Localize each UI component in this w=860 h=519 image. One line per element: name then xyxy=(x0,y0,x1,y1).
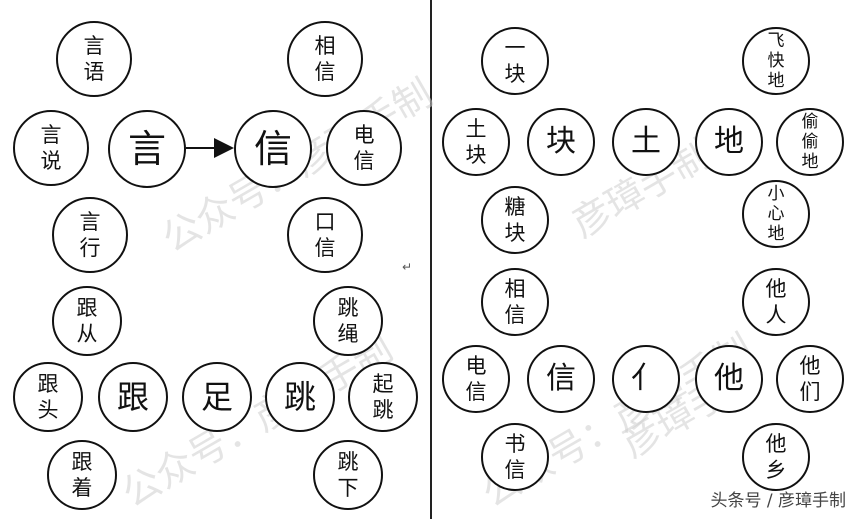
circle-label: 糖块 xyxy=(504,194,526,245)
circle-tang-kuai: 糖块 xyxy=(481,186,549,254)
circle-xiao-xin-di: 小心地 xyxy=(742,180,810,248)
panel-divider xyxy=(430,0,432,519)
circle-yan-yu: 言语 xyxy=(56,21,132,97)
circle-ren-center: 亻 xyxy=(612,345,680,413)
circle-ta-xiang: 他乡 xyxy=(742,423,810,491)
circle-label: 飞快地 xyxy=(767,30,785,92)
circle-label: 土 xyxy=(631,124,661,159)
circle-label: 电信 xyxy=(353,122,375,173)
circle-kuai: 块 xyxy=(527,108,595,176)
circle-yan-xing: 言行 xyxy=(52,197,128,273)
circle-label: 跟着 xyxy=(71,449,93,500)
circle-label: 书信 xyxy=(504,431,526,482)
circle-label: 地 xyxy=(714,124,744,159)
circle-label: 他乡 xyxy=(765,431,787,482)
source-credit: 头条号 / 彦璋手制 xyxy=(710,491,846,511)
circle-tiao-xia: 跳下 xyxy=(313,440,383,510)
circle-label: 跟头 xyxy=(37,371,59,422)
circle-dian-xin-r: 电信 xyxy=(442,345,510,413)
circle-label: 言 xyxy=(127,127,166,171)
circle-label: 言行 xyxy=(79,209,101,260)
circle-qi-tiao: 起跳 xyxy=(348,362,418,432)
circle-label: 相信 xyxy=(504,276,526,327)
circle-yan-center: 言 xyxy=(108,110,186,188)
circle-label: 跳 xyxy=(283,378,316,416)
circle-label: 足 xyxy=(200,378,233,416)
circle-tiao-sheng: 跳绳 xyxy=(313,286,383,356)
circle-shu-xin: 书信 xyxy=(481,423,549,491)
circle-label: 言说 xyxy=(40,122,62,173)
circle-label: 偷偷地 xyxy=(801,111,819,173)
circle-tiao: 跳 xyxy=(265,362,335,432)
circle-gen: 跟 xyxy=(98,362,168,432)
circle-label: 一块 xyxy=(504,35,526,86)
return-mark: ↵ xyxy=(402,260,413,274)
circle-label: 他 xyxy=(714,361,744,396)
circle-label: 土块 xyxy=(465,116,487,167)
circle-label: 言语 xyxy=(83,33,105,84)
circle-label: 小心地 xyxy=(767,183,785,245)
circle-fei-kuai-di: 飞快地 xyxy=(742,27,810,95)
circle-xin-r: 信 xyxy=(527,345,595,413)
circle-label: 跟从 xyxy=(76,295,98,346)
circle-ta: 他 xyxy=(695,345,763,413)
circle-tu-kuai: 土块 xyxy=(442,108,510,176)
circle-label: 信 xyxy=(253,127,292,171)
circle-tou-tou-di: 偷偷地 xyxy=(776,108,844,176)
circle-xiang-xin: 相信 xyxy=(287,21,363,97)
circle-label: 亻 xyxy=(631,361,661,396)
circle-label: 跳绳 xyxy=(337,295,359,346)
circle-dian-xin: 电信 xyxy=(326,110,402,186)
circle-kou-xin: 口信 xyxy=(287,197,363,273)
circle-label: 跳下 xyxy=(337,449,359,500)
circle-tu-center: 土 xyxy=(612,108,680,176)
circle-ta-ren: 他人 xyxy=(742,268,810,336)
circle-label: 电信 xyxy=(465,353,487,404)
circle-gen-cong: 跟从 xyxy=(52,286,122,356)
circle-gen-tou: 跟头 xyxy=(13,362,83,432)
circle-label: 他人 xyxy=(765,276,787,327)
circle-zu-center: 足 xyxy=(182,362,252,432)
circle-xin-center: 信 xyxy=(234,110,312,188)
circle-label: 起跳 xyxy=(372,371,394,422)
circle-xiang-xin-r: 相信 xyxy=(481,268,549,336)
circle-yan-shuo: 言说 xyxy=(13,110,89,186)
circle-label: 相信 xyxy=(314,33,336,84)
circle-label: 块 xyxy=(546,124,576,159)
circle-label: 他们 xyxy=(799,353,821,404)
circle-label: 口信 xyxy=(314,209,336,260)
circle-di: 地 xyxy=(695,108,763,176)
circle-ta-men: 他们 xyxy=(776,345,844,413)
circle-yi-kuai: 一块 xyxy=(481,27,549,95)
circle-gen-zhe: 跟着 xyxy=(47,440,117,510)
circle-label: 信 xyxy=(546,361,576,396)
circle-label: 跟 xyxy=(116,378,149,416)
